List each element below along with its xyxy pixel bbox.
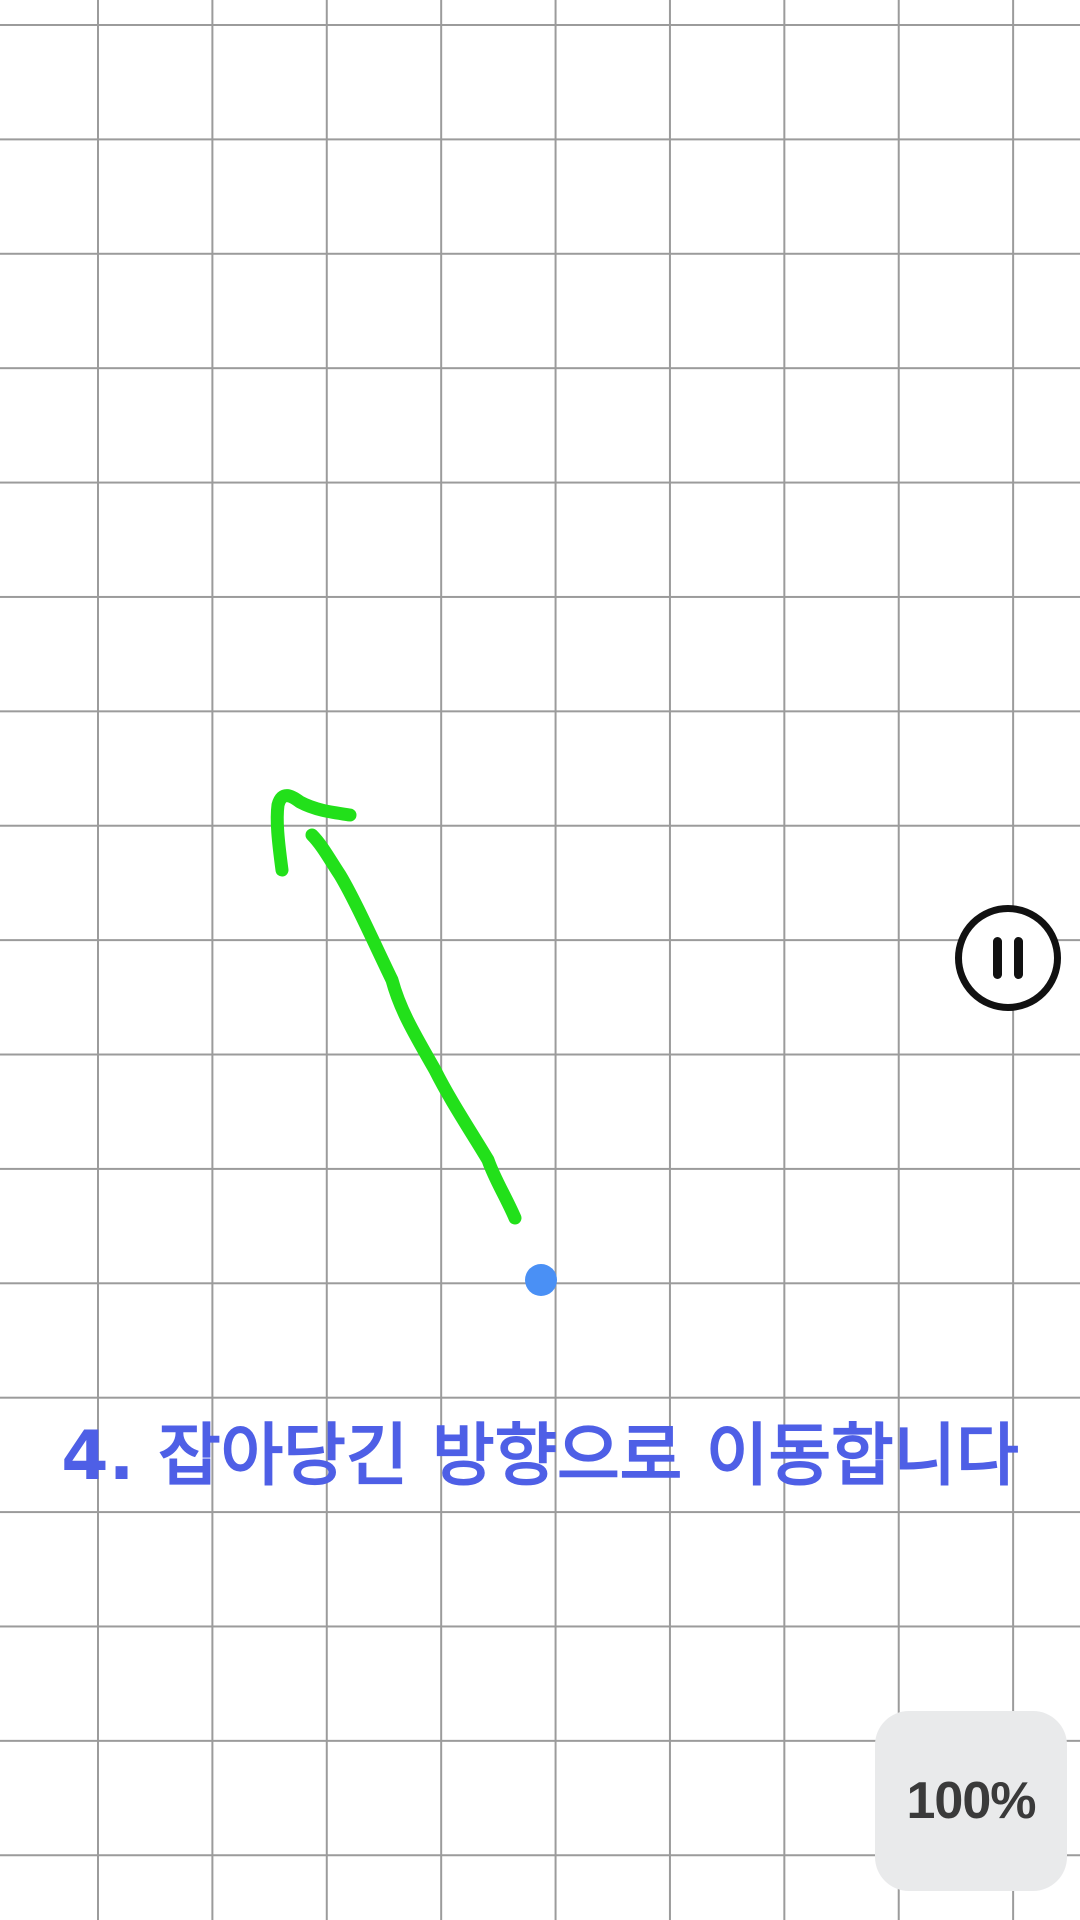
pause-button[interactable] [955, 905, 1061, 1011]
drag-line [305, 828, 522, 1225]
pause-icon-bar [1014, 937, 1023, 979]
arrow-up-left-icon [270, 789, 357, 877]
player-dot [525, 1264, 557, 1296]
pause-icon [993, 937, 1002, 979]
instruction-text: 4. 잡아당긴 방향으로 이동합니다 [61, 1417, 1019, 1496]
zoom-level-button[interactable]: 100% [875, 1711, 1067, 1891]
